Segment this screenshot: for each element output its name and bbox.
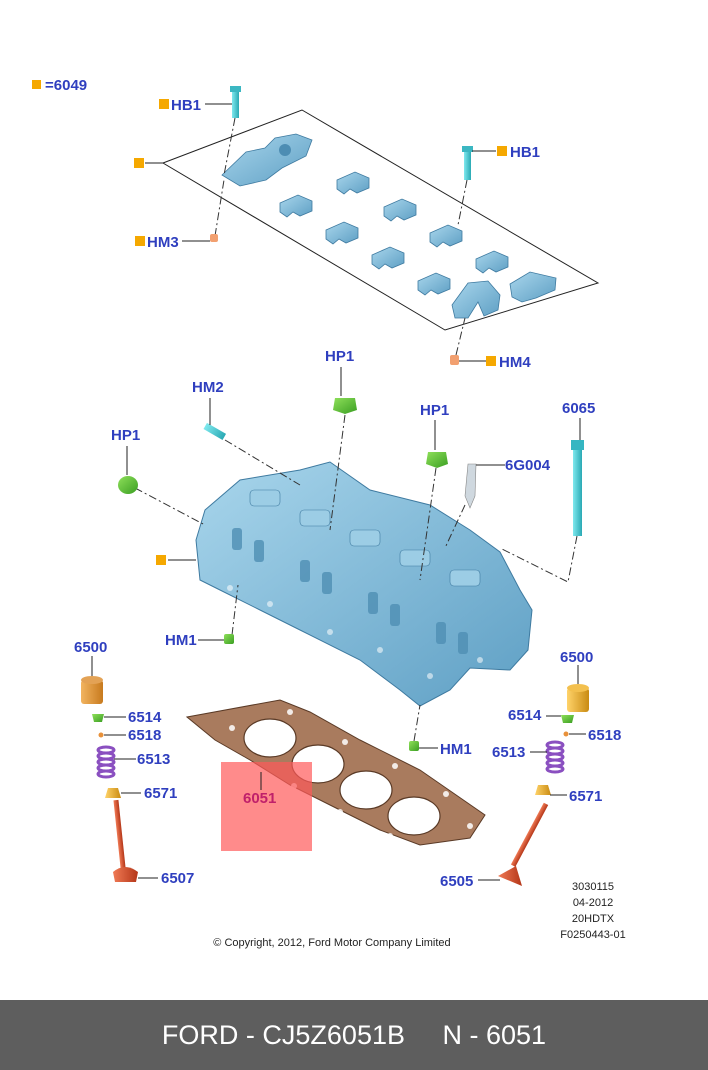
- label-hb1-left: HB1: [171, 97, 201, 114]
- label-6513-right: 6513: [492, 744, 525, 761]
- footer-reference: N - 6051: [442, 1019, 547, 1050]
- drawing-info-line3: 20HDTX: [572, 913, 615, 925]
- valve-stack-right: 6500 6514 6518 6513 6571 6505: [440, 649, 621, 890]
- label-6518-left: 6518: [128, 727, 161, 744]
- hb1-right-bolt: HB1: [457, 144, 540, 226]
- hp1-left-plug: HP1: [111, 427, 206, 526]
- label-hp1-mid: HP1: [420, 402, 449, 419]
- label-6051: 6051: [243, 790, 276, 807]
- hm2-dowel: HM2: [192, 379, 301, 486]
- drawing-info: 3030115 04-2012 20HDTX F0250443-01: [560, 881, 625, 941]
- hm1-left-dowel: HM1: [165, 584, 239, 649]
- label-hm1-left: HM1: [165, 632, 197, 649]
- label-6571-left: 6571: [144, 785, 177, 802]
- head-gasket-6051: 6051: [185, 699, 486, 851]
- sensor-6g004: 6G004: [444, 457, 551, 549]
- label-hp1-left: HP1: [111, 427, 140, 444]
- label-6065: 6065: [562, 400, 595, 417]
- footer-part-number: FORD - CJ5Z6051B: [161, 1019, 405, 1050]
- legend-text: =6049: [45, 77, 87, 94]
- valve-stack-left: 6500 6514 6518 6513 6571 6507: [74, 639, 194, 887]
- drawing-info-line1: 3030115: [572, 881, 614, 893]
- label-6571-right: 6571: [569, 788, 602, 805]
- hm1-right-dowel: HM1: [409, 704, 472, 758]
- label-6514-left: 6514: [128, 709, 162, 726]
- hp1-center-plug: HP1: [325, 348, 357, 531]
- label-6514-right: 6514: [508, 707, 542, 724]
- hb1-left-bolt: HB1: [159, 86, 241, 176]
- cylinder-head: [156, 461, 533, 707]
- camshaft-bearing-cap-group: [134, 109, 600, 331]
- label-6518-right: 6518: [588, 727, 621, 744]
- label-6513-left: 6513: [137, 751, 170, 768]
- highlight-box: [221, 762, 312, 851]
- part-number-footer: FORD - CJ5Z6051B N - 6051: [0, 1000, 708, 1070]
- label-hm3: HM3: [147, 234, 179, 251]
- label-hp1-center: HP1: [325, 348, 354, 365]
- label-6500-left: 6500: [74, 639, 107, 656]
- label-6505: 6505: [440, 873, 473, 890]
- legend-marker-icon: [32, 80, 41, 89]
- label-6500-right: 6500: [560, 649, 593, 666]
- drawing-info-line4: F0250443-01: [560, 929, 625, 941]
- label-hb1-right: HB1: [510, 144, 540, 161]
- exploded-parts-diagram: =6049 HB1: [32, 77, 626, 949]
- hm3-dowel: HM3: [135, 179, 225, 251]
- drawing-info-line2: 04-2012: [573, 897, 613, 909]
- hm4-dowel: HM4: [450, 317, 531, 371]
- label-hm1-right: HM1: [440, 741, 472, 758]
- head-bolt-6065: 6065: [499, 400, 595, 583]
- label-6g004: 6G004: [505, 457, 551, 474]
- footer-gap: [405, 1020, 443, 1051]
- label-hm4: HM4: [499, 354, 531, 371]
- hp1-mid-plug: HP1: [419, 402, 449, 581]
- copyright-text: © Copyright, 2012, Ford Motor Company Li…: [213, 937, 450, 949]
- label-hm2: HM2: [192, 379, 224, 396]
- label-6507: 6507: [161, 870, 194, 887]
